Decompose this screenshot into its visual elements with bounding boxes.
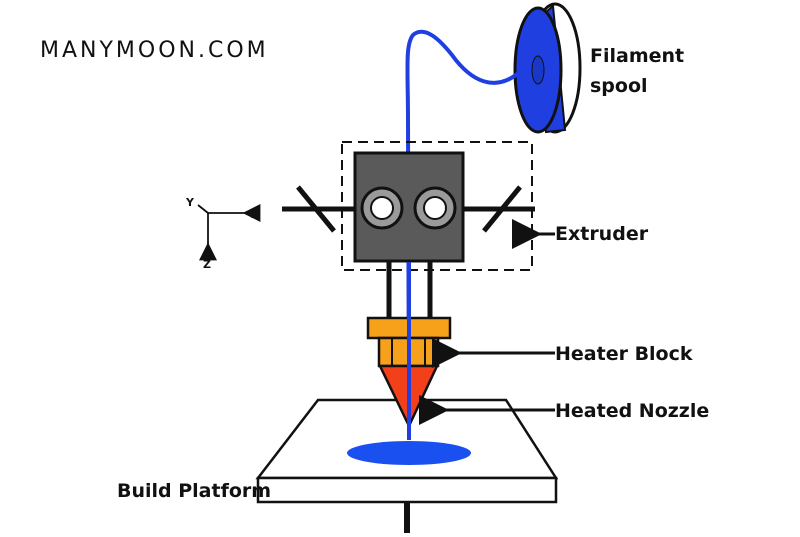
filament-strand xyxy=(405,29,524,442)
axis-label-z: Z xyxy=(203,258,211,271)
label-heater-block: Heater Block xyxy=(555,343,693,365)
axis-indicator: X Y Z xyxy=(185,196,261,271)
label-filament: Filament xyxy=(590,45,684,67)
spool-hub xyxy=(531,55,545,85)
label-extruder: Extruder xyxy=(555,223,649,245)
axis-label-y: Y xyxy=(185,196,195,209)
brand-watermark: MANYMOON.COM xyxy=(40,38,269,63)
rod-clamp-right xyxy=(482,185,522,233)
print-puddle xyxy=(347,441,471,465)
axis-label-x: X xyxy=(251,208,260,221)
extruder-body xyxy=(353,151,465,263)
filament-spool xyxy=(513,2,582,134)
label-heated-nozzle: Heated Nozzle xyxy=(555,400,709,422)
label-build-platform: Build Platform xyxy=(117,480,271,502)
rod-clamp-left xyxy=(296,185,336,233)
label-spool: spool xyxy=(590,75,648,97)
